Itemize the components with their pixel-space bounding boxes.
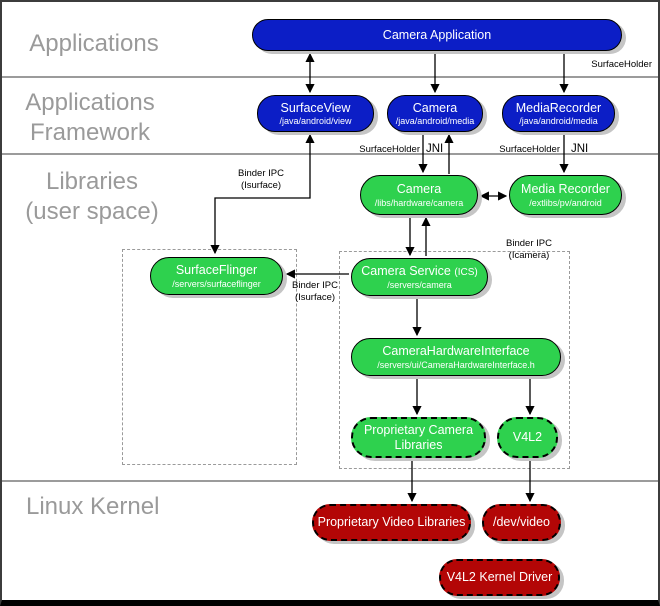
edge-label-surfaceholder-top: SurfaceHolder	[591, 59, 652, 70]
node-title: SurfaceFlinger	[175, 263, 258, 278]
node-surfaceflinger: SurfaceFlinger /servers/surfaceflinger	[150, 257, 283, 295]
node-camera-service: Camera Service (ICS) /servers/camera	[351, 258, 488, 296]
edge-label-binder-ipc-icamera: Binder IPC (Icamera)	[506, 238, 552, 261]
node-v4l2: V4L2	[497, 417, 558, 458]
edge-label-jni-media: JNI	[571, 143, 589, 155]
node-title: /dev/video	[493, 515, 550, 530]
node-title: Media Recorder	[521, 182, 610, 197]
layer-label-libraries: Libraries (user space)	[25, 168, 159, 225]
layer-divider-applications	[2, 76, 658, 78]
edge-label-binder-ipc-isurface-lower: Binder IPC (Isurface)	[292, 280, 338, 303]
node-title: Camera Application	[382, 27, 492, 42]
node-mediarecorder-api: MediaRecorder /java/android/media	[502, 95, 615, 132]
node-title: Camera	[396, 182, 442, 197]
dashed-group-surfaceflinger	[122, 249, 297, 465]
node-camera-api: Camera /java/android/media	[387, 95, 483, 132]
layer-divider-kernel	[2, 480, 658, 482]
layer-label-applications-framework: Applications Framework	[25, 89, 155, 146]
node-subtitle: /java/android/media	[519, 116, 598, 127]
node-title: Camera Service (ICS)	[361, 264, 477, 279]
node-subtitle: /java/android/media	[395, 116, 475, 127]
edge-label-surfaceholder-media: SurfaceHolder	[499, 144, 560, 155]
node-subtitle: /servers/camera	[387, 279, 452, 290]
node-proprietary-camera-libraries: Proprietary Camera Libraries	[351, 417, 486, 458]
node-title: V4L2	[512, 430, 543, 445]
node-title-text: Camera Service	[361, 264, 451, 279]
layer-divider-framework	[2, 153, 658, 155]
node-camera-hardware-interface: CameraHardwareInterface /servers/ui/Came…	[351, 338, 561, 376]
node-dev-video: /dev/video	[482, 504, 561, 541]
node-camera-application: Camera Application	[252, 19, 622, 51]
node-title: SurfaceView	[280, 100, 351, 115]
node-v4l2-kernel-driver: V4L2 Kernel Driver	[439, 559, 560, 596]
node-subtitle: /servers/ui/CameraHardwareInterface.h	[377, 359, 535, 370]
node-title: Camera	[412, 100, 458, 115]
node-subtitle: /extlibs/pv/android	[529, 197, 602, 208]
node-title: CameraHardwareInterface	[382, 344, 530, 359]
layer-label-applications: Applications	[29, 30, 159, 57]
node-title: Proprietary Camera Libraries	[363, 423, 474, 452]
node-subtitle: /libs/hardware/camera	[374, 197, 464, 208]
edge-label-jni-camera: JNI	[426, 143, 444, 155]
node-camera-lib: Camera /libs/hardware/camera	[360, 175, 478, 215]
edge-label-surfaceholder-camera: SurfaceHolder	[359, 144, 420, 155]
node-subtitle: /servers/surfaceflinger	[172, 278, 261, 289]
node-proprietary-video-libraries: Proprietary Video Libraries	[312, 504, 471, 541]
node-title: V4L2 Kernel Driver	[446, 570, 553, 585]
node-media-recorder-lib: Media Recorder /extlibs/pv/android	[509, 175, 622, 215]
node-title: MediaRecorder	[515, 100, 602, 115]
node-title: Proprietary Video Libraries	[317, 515, 466, 530]
layer-label-linux-kernel: Linux Kernel	[26, 493, 160, 520]
node-title-suffix: (ICS)	[454, 267, 478, 279]
node-subtitle: /java/android/view	[279, 116, 352, 127]
node-surfaceview: SurfaceView /java/android/view	[257, 95, 374, 132]
dashed-group-camera-service	[339, 251, 570, 469]
edge-label-binder-ipc-isurface-upper: Binder IPC (Isurface)	[238, 168, 284, 191]
